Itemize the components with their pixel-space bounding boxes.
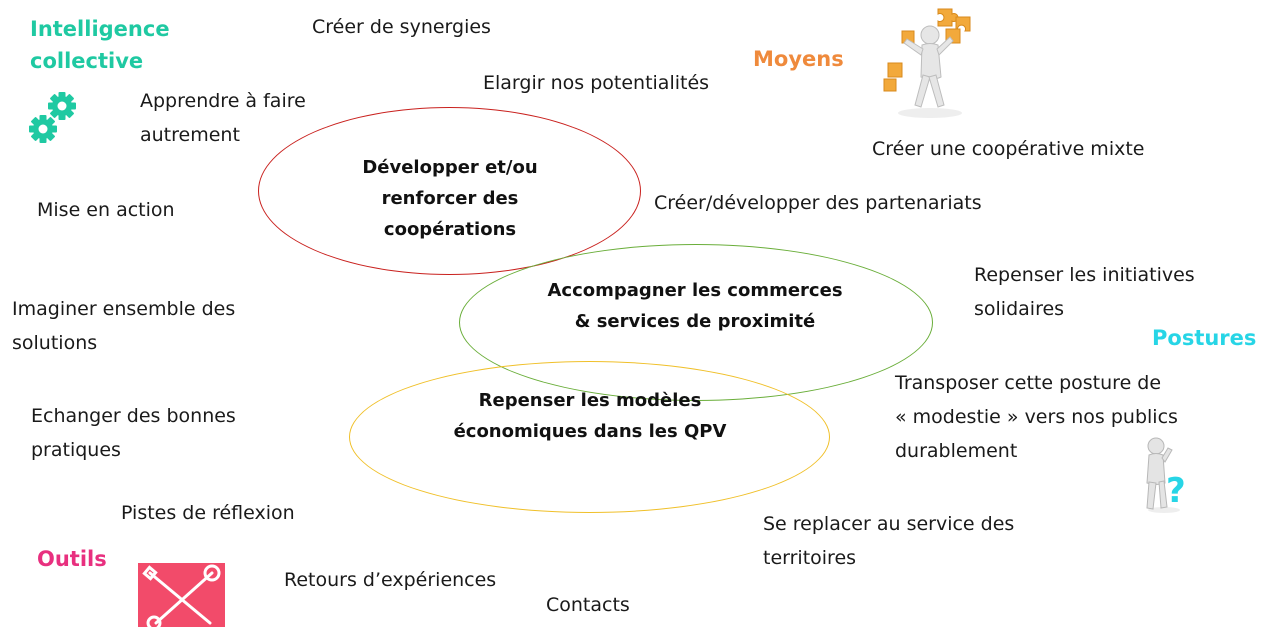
oval-modeles [349,361,830,513]
item-transposer-line3: durablement [895,440,1018,462]
item-contacts: Contacts [546,594,630,616]
item-retours: Retours d’expériences [284,569,497,591]
category-intelligence-line2: collective [30,49,144,73]
item-apprendre-line2: autrement [140,124,240,146]
item-synergies: Créer de synergies [312,16,491,38]
oval-commerces-line2: & services de proximité [574,311,816,332]
item-transposer: Transposer cette posture de « modestie »… [895,366,1178,468]
item-initiatives-line1: Repenser les initiatives [974,264,1195,286]
oval-modeles-line1: Repenser les modèles [478,390,702,411]
item-pistes: Pistes de réflexion [121,502,295,524]
item-echanger-line1: Echanger des bonnes [31,405,236,427]
item-initiatives-line2: solidaires [974,298,1065,320]
item-imaginer-line2: solutions [12,332,98,354]
oval-cooperations-label: Développer et/ou renforcer des coopérati… [320,152,580,245]
item-echanger: Echanger des bonnes pratiques [31,399,236,467]
item-cooperative: Créer une coopérative mixte [872,138,1145,160]
category-intelligence-collective: Intelligence collective [30,13,170,77]
item-mise-en-action: Mise en action [37,199,175,221]
item-apprendre-line1: Apprendre à faire [140,90,306,112]
tools-icon [138,563,225,627]
oval-cooperations [258,107,641,275]
puzzle-figure-icon [883,8,971,118]
oval-cooperations-line1: Développer et/ou [362,157,538,178]
category-postures: Postures [1152,326,1257,350]
question-figure-icon: ? [1146,437,1186,513]
category-moyens: Moyens [753,47,844,71]
item-transposer-line1: Transposer cette posture de [895,372,1162,394]
item-replacer-line2: territoires [763,547,857,569]
oval-cooperations-line2: renforcer des [381,188,519,209]
item-initiatives: Repenser les initiatives solidaires [974,258,1195,326]
oval-modeles-label: Repenser les modèles économiques dans le… [420,385,760,447]
item-replacer-line1: Se replacer au service des [763,513,1015,535]
item-replacer: Se replacer au service des territoires [763,507,1014,575]
item-apprendre: Apprendre à faire autrement [140,84,306,152]
item-transposer-line2: « modestie » vers nos publics [895,406,1178,428]
oval-commerces-label: Accompagner les commerces & services de … [520,275,870,337]
item-imaginer-line1: Imaginer ensemble des [12,298,236,320]
oval-cooperations-line3: coopérations [383,219,517,240]
item-imaginer: Imaginer ensemble des solutions [12,292,235,360]
svg-text:?: ? [1166,471,1186,511]
category-intelligence-line1: Intelligence [30,17,170,41]
item-potentialites: Elargir nos potentialités [483,72,710,94]
item-partenariats: Créer/développer des partenariats [654,192,982,214]
oval-commerces-line1: Accompagner les commerces [547,280,843,301]
oval-modeles-line2: économiques dans les QPV [453,421,727,442]
item-echanger-line2: pratiques [31,439,121,461]
gears-icon [29,92,76,143]
category-outils: Outils [37,547,107,571]
